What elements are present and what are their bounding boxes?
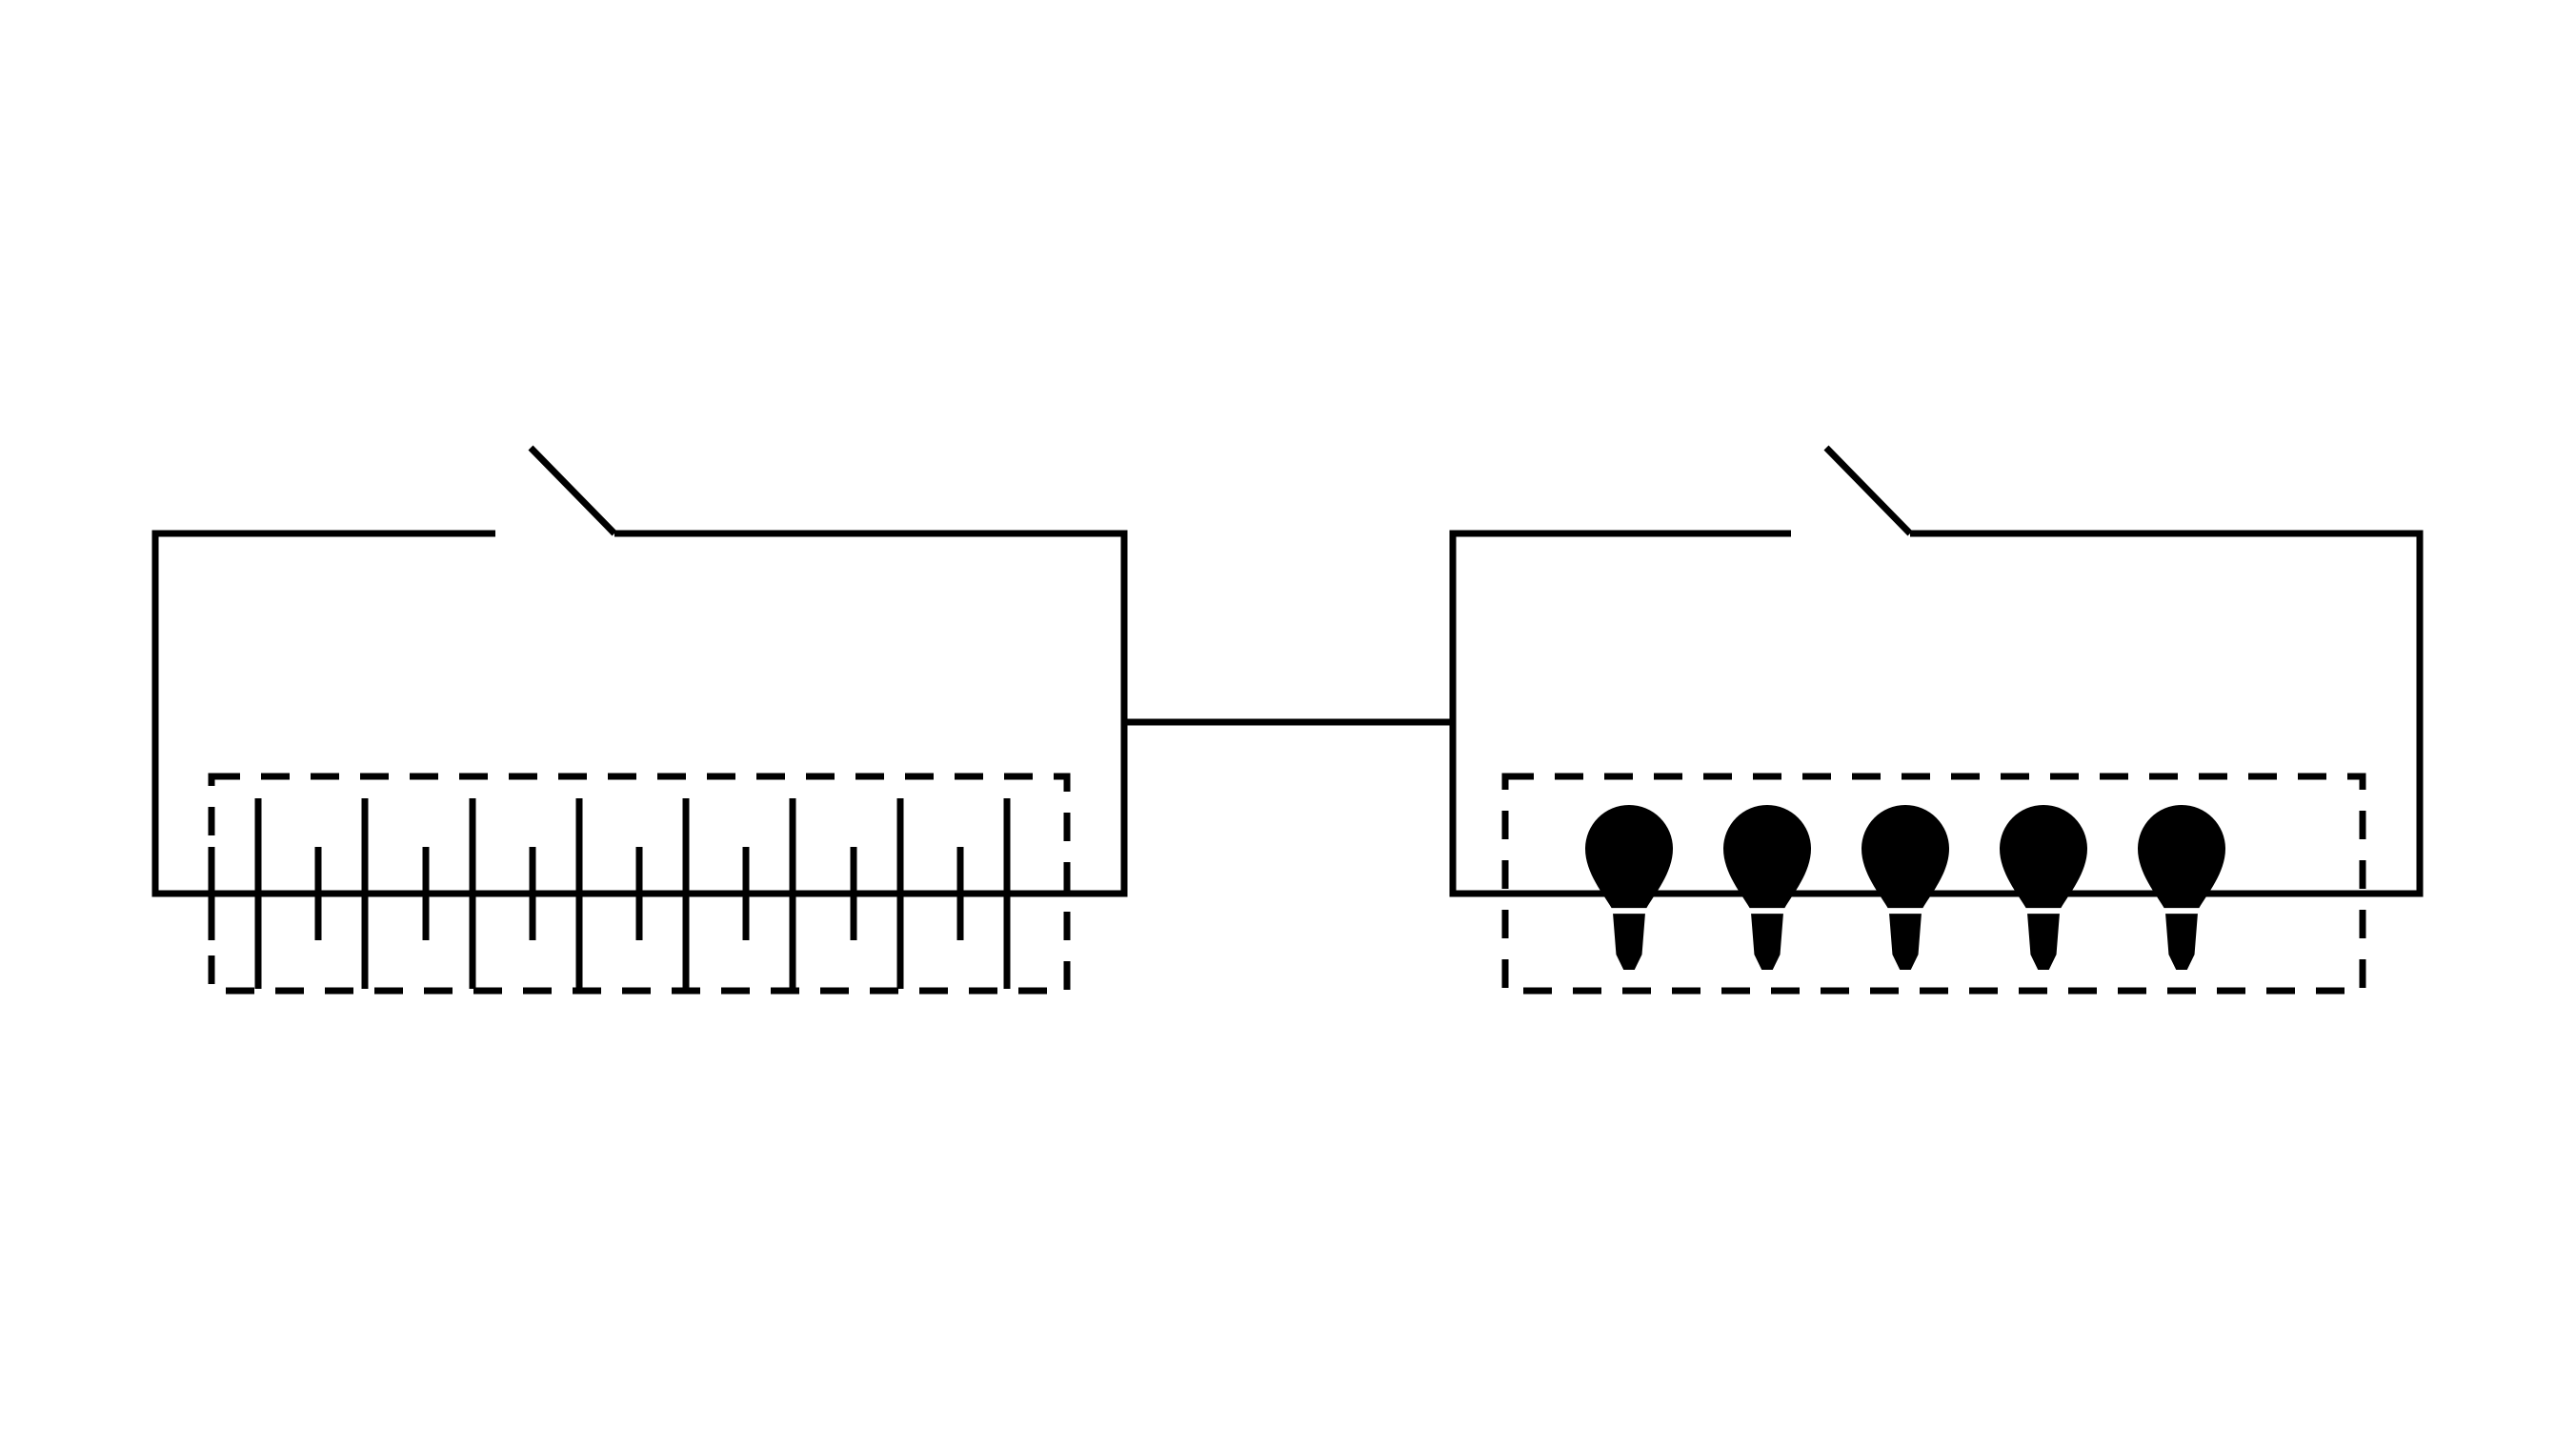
- light-bulb-icon: [1862, 805, 1949, 970]
- lamp-bank-dashed-group: [1501, 773, 2366, 995]
- light-bulb-icon: [1585, 805, 1673, 970]
- bulb-screw-base: [2165, 914, 2198, 970]
- right-lamp-circuit: [1449, 445, 2424, 995]
- light-bulb-icon: [1723, 805, 1811, 970]
- bulb-glass: [1723, 805, 1811, 909]
- bulb-glass: [1862, 805, 1949, 909]
- bulb-screw-base: [1613, 914, 1645, 970]
- left-loop-wire: [151, 530, 1128, 897]
- right-switch-blade-icon[interactable]: [1823, 445, 1913, 536]
- bulb-screw-base: [2027, 914, 2060, 970]
- light-bulb-icon: [2000, 805, 2087, 970]
- bulb-screw-base: [1751, 914, 1783, 970]
- light-bulb-icon: [2138, 805, 2225, 970]
- light-bulb-icons: [1585, 805, 2225, 970]
- left-battery-circuit: [151, 445, 1128, 995]
- bulb-screw-base: [1889, 914, 1922, 970]
- bulb-glass: [2138, 805, 2225, 909]
- bulb-glass: [2000, 805, 2087, 909]
- left-switch-blade-icon[interactable]: [528, 445, 617, 536]
- right-loop-wire: [1449, 530, 2424, 897]
- bulb-glass: [1585, 805, 1673, 909]
- battery-cell-plates: [208, 798, 1011, 989]
